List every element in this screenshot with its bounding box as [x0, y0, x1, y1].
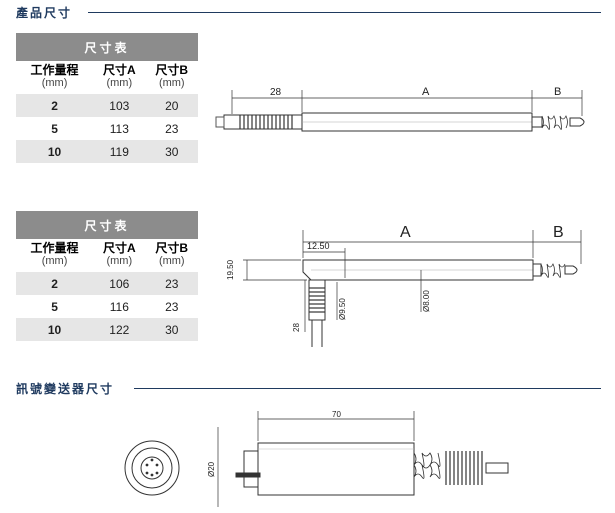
dim-label-a: A	[400, 224, 411, 241]
header-dim-a: 尺寸A(mm)	[102, 63, 136, 90]
dim-label-b: B	[553, 224, 564, 241]
cell-range: 2	[16, 272, 94, 295]
cell-dim-a: 122	[93, 318, 146, 341]
dim-label-a: A	[422, 86, 430, 98]
cell-dim-a: 113	[109, 121, 129, 136]
header-range: 工作量程(mm)	[30, 241, 79, 268]
section-divider	[134, 388, 601, 389]
dim-label-70: 70	[332, 410, 341, 419]
header-dim-a: 尺寸A(mm)	[102, 241, 136, 268]
cell-dim-b: 20	[145, 94, 198, 117]
straight-sensor-drawing: 28 A B	[215, 86, 585, 132]
cell-range: 5	[51, 121, 58, 136]
header-range: 工作量程(mm)	[30, 63, 79, 90]
dim-label-12-50: 12.50	[307, 241, 330, 251]
angled-sensor-drawing: 12.50 A B 19.50 Ø9.50 Ø8.00 28	[226, 224, 582, 347]
dim-label-19-50: 19.50	[226, 259, 235, 280]
cell-range: 2	[16, 94, 94, 117]
header-dim-b: 尺寸B(mm)	[155, 63, 189, 90]
table-row: 10 119 30	[16, 140, 198, 163]
table-row: 5 113 23	[16, 117, 198, 140]
table-header-row: 工作量程(mm) 尺寸A(mm) 尺寸B(mm)	[16, 239, 198, 272]
cell-dim-a: 106	[93, 272, 146, 295]
section-title-product-dimensions: 產品尺寸	[16, 6, 73, 20]
dimension-table-2: 尺寸表 工作量程(mm) 尺寸A(mm) 尺寸B(mm) 2 106 23 5 …	[16, 211, 198, 341]
cell-dim-b: 23	[165, 299, 179, 314]
dimension-table-1: 尺寸表 工作量程(mm) 尺寸A(mm) 尺寸B(mm) 2 103 20 5 …	[16, 33, 198, 163]
dim-label-dia-9-50: Ø9.50	[338, 298, 347, 320]
table-row: 2 106 23	[16, 272, 198, 295]
dim-label-dia-20: Ø20	[207, 461, 216, 477]
table-caption: 尺寸表	[16, 211, 198, 239]
dim-label-28: 28	[270, 87, 282, 98]
table-header-row: 工作量程(mm) 尺寸A(mm) 尺寸B(mm)	[16, 61, 198, 94]
section-divider	[88, 12, 601, 13]
transmitter-drawing: 70 Ø20	[124, 410, 509, 507]
cell-dim-a: 119	[93, 140, 146, 163]
cell-range: 10	[16, 140, 94, 163]
table-caption: 尺寸表	[16, 33, 198, 61]
table-row: 2 103 20	[16, 94, 198, 117]
header-dim-b: 尺寸B(mm)	[155, 241, 189, 268]
cell-dim-a: 103	[93, 94, 146, 117]
section-title-transmitter-dimensions: 訊號變送器尺寸	[16, 382, 115, 396]
cell-range: 5	[51, 299, 58, 314]
cell-dim-b: 30	[145, 318, 198, 341]
cell-dim-a: 116	[109, 299, 129, 314]
dim-label-b: B	[554, 86, 561, 98]
cell-dim-b: 23	[165, 121, 179, 136]
table-row: 10 122 30	[16, 318, 198, 341]
table-row: 5 116 23	[16, 295, 198, 318]
dim-label-dia-8-00: Ø8.00	[422, 290, 431, 312]
cell-dim-b: 23	[145, 272, 198, 295]
cell-range: 10	[16, 318, 94, 341]
dim-label-28: 28	[292, 323, 301, 332]
cell-dim-b: 30	[145, 140, 198, 163]
